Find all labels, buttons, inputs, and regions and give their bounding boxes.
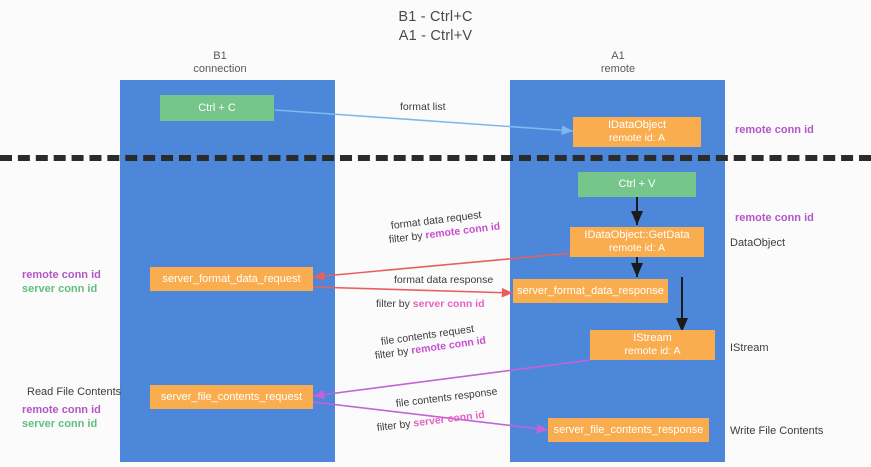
filter-key-server-conn-id: server conn id: [412, 298, 485, 310]
node-server-file-contents-response-label: server_file_contents_response: [553, 423, 704, 436]
edge-label-format-list: format list: [400, 101, 446, 113]
connector-format-data-response: [312, 286, 514, 298]
node-server-format-data-response[interactable]: server_format_data_response: [513, 279, 668, 303]
node-idataobject-getdata[interactable]: IDataObject::GetData remote id: A: [570, 227, 704, 257]
annotation-right-istream: IStream: [730, 342, 769, 354]
page-title-line1: B1 - Ctrl+C: [398, 9, 473, 25]
edge-label-format-data-response-filter: filter by server conn id: [376, 298, 485, 311]
node-server-file-contents-response[interactable]: server_file_contents_response: [548, 418, 709, 442]
annotation-left-remote-conn-id-1: remote conn id: [22, 269, 101, 281]
annotation-left-server-conn-id-2: server conn id: [22, 418, 98, 430]
edge-label-file-contents-response-line1: file contents response: [395, 385, 499, 410]
edge-label-file-contents-response-filter: filter by server conn id: [376, 409, 485, 435]
node-istream-line2: remote id: A: [624, 345, 681, 357]
node-istream[interactable]: IStream remote id: A: [590, 330, 715, 360]
node-ctrl-c[interactable]: Ctrl + C: [160, 95, 274, 121]
column-header-a1-name: A1: [611, 50, 625, 62]
filter-prefix: filter by: [376, 417, 415, 434]
node-server-format-data-request[interactable]: server_format_data_request: [150, 267, 313, 291]
node-server-file-contents-request[interactable]: server_file_contents_request: [150, 385, 313, 409]
annotation-right-remote-conn-id-top: remote conn id: [735, 124, 814, 136]
node-getdata-line1: IDataObject::GetData: [584, 229, 690, 241]
annotation-right-write-file-contents: Write File Contents: [730, 425, 824, 437]
node-idataobject-line2: remote id: A: [608, 132, 666, 144]
page-title-line2: A1 - Ctrl+V: [398, 28, 473, 44]
node-ctrl-v-label: Ctrl + V: [618, 178, 656, 190]
annotation-right-remote-conn-id-mid: remote conn id: [735, 212, 814, 224]
column-header-b1-name: B1: [213, 50, 227, 62]
node-server-file-contents-request-label: server_file_contents_request: [160, 390, 303, 403]
filter-prefix: filter by: [374, 344, 413, 362]
node-server-format-data-response-label: server_format_data_response: [517, 284, 664, 297]
column-header-a1: A1 remote: [508, 50, 728, 76]
node-ctrl-c-label: Ctrl + C: [198, 101, 236, 114]
filter-key-server-conn-id: server conn id: [412, 408, 486, 430]
node-getdata-line2: remote id: A: [608, 242, 666, 254]
node-server-format-data-request-label: server_format_data_request: [162, 272, 301, 285]
node-idataobject[interactable]: IDataObject remote id: A: [573, 117, 701, 147]
node-idataobject-line1: IDataObject: [607, 119, 667, 131]
column-header-a1-subtitle: remote: [600, 63, 636, 75]
edge-label-format-data-response-line1: format data response: [394, 274, 494, 286]
filter-prefix: filter by: [376, 298, 413, 310]
node-ctrl-v[interactable]: Ctrl + V: [578, 172, 696, 197]
node-istream-line1: IStream: [633, 332, 672, 344]
column-header-b1-subtitle: connection: [193, 63, 247, 75]
column-header-b1: B1 connection: [110, 50, 330, 76]
phase-divider: [0, 155, 871, 161]
annotation-right-dataobject: DataObject: [730, 237, 786, 249]
annotation-left-server-conn-id-1: server conn id: [22, 283, 98, 295]
annotation-left-remote-conn-id-2: remote conn id: [22, 404, 101, 416]
annotation-left-read-file-contents: Read File Contents: [27, 386, 122, 398]
